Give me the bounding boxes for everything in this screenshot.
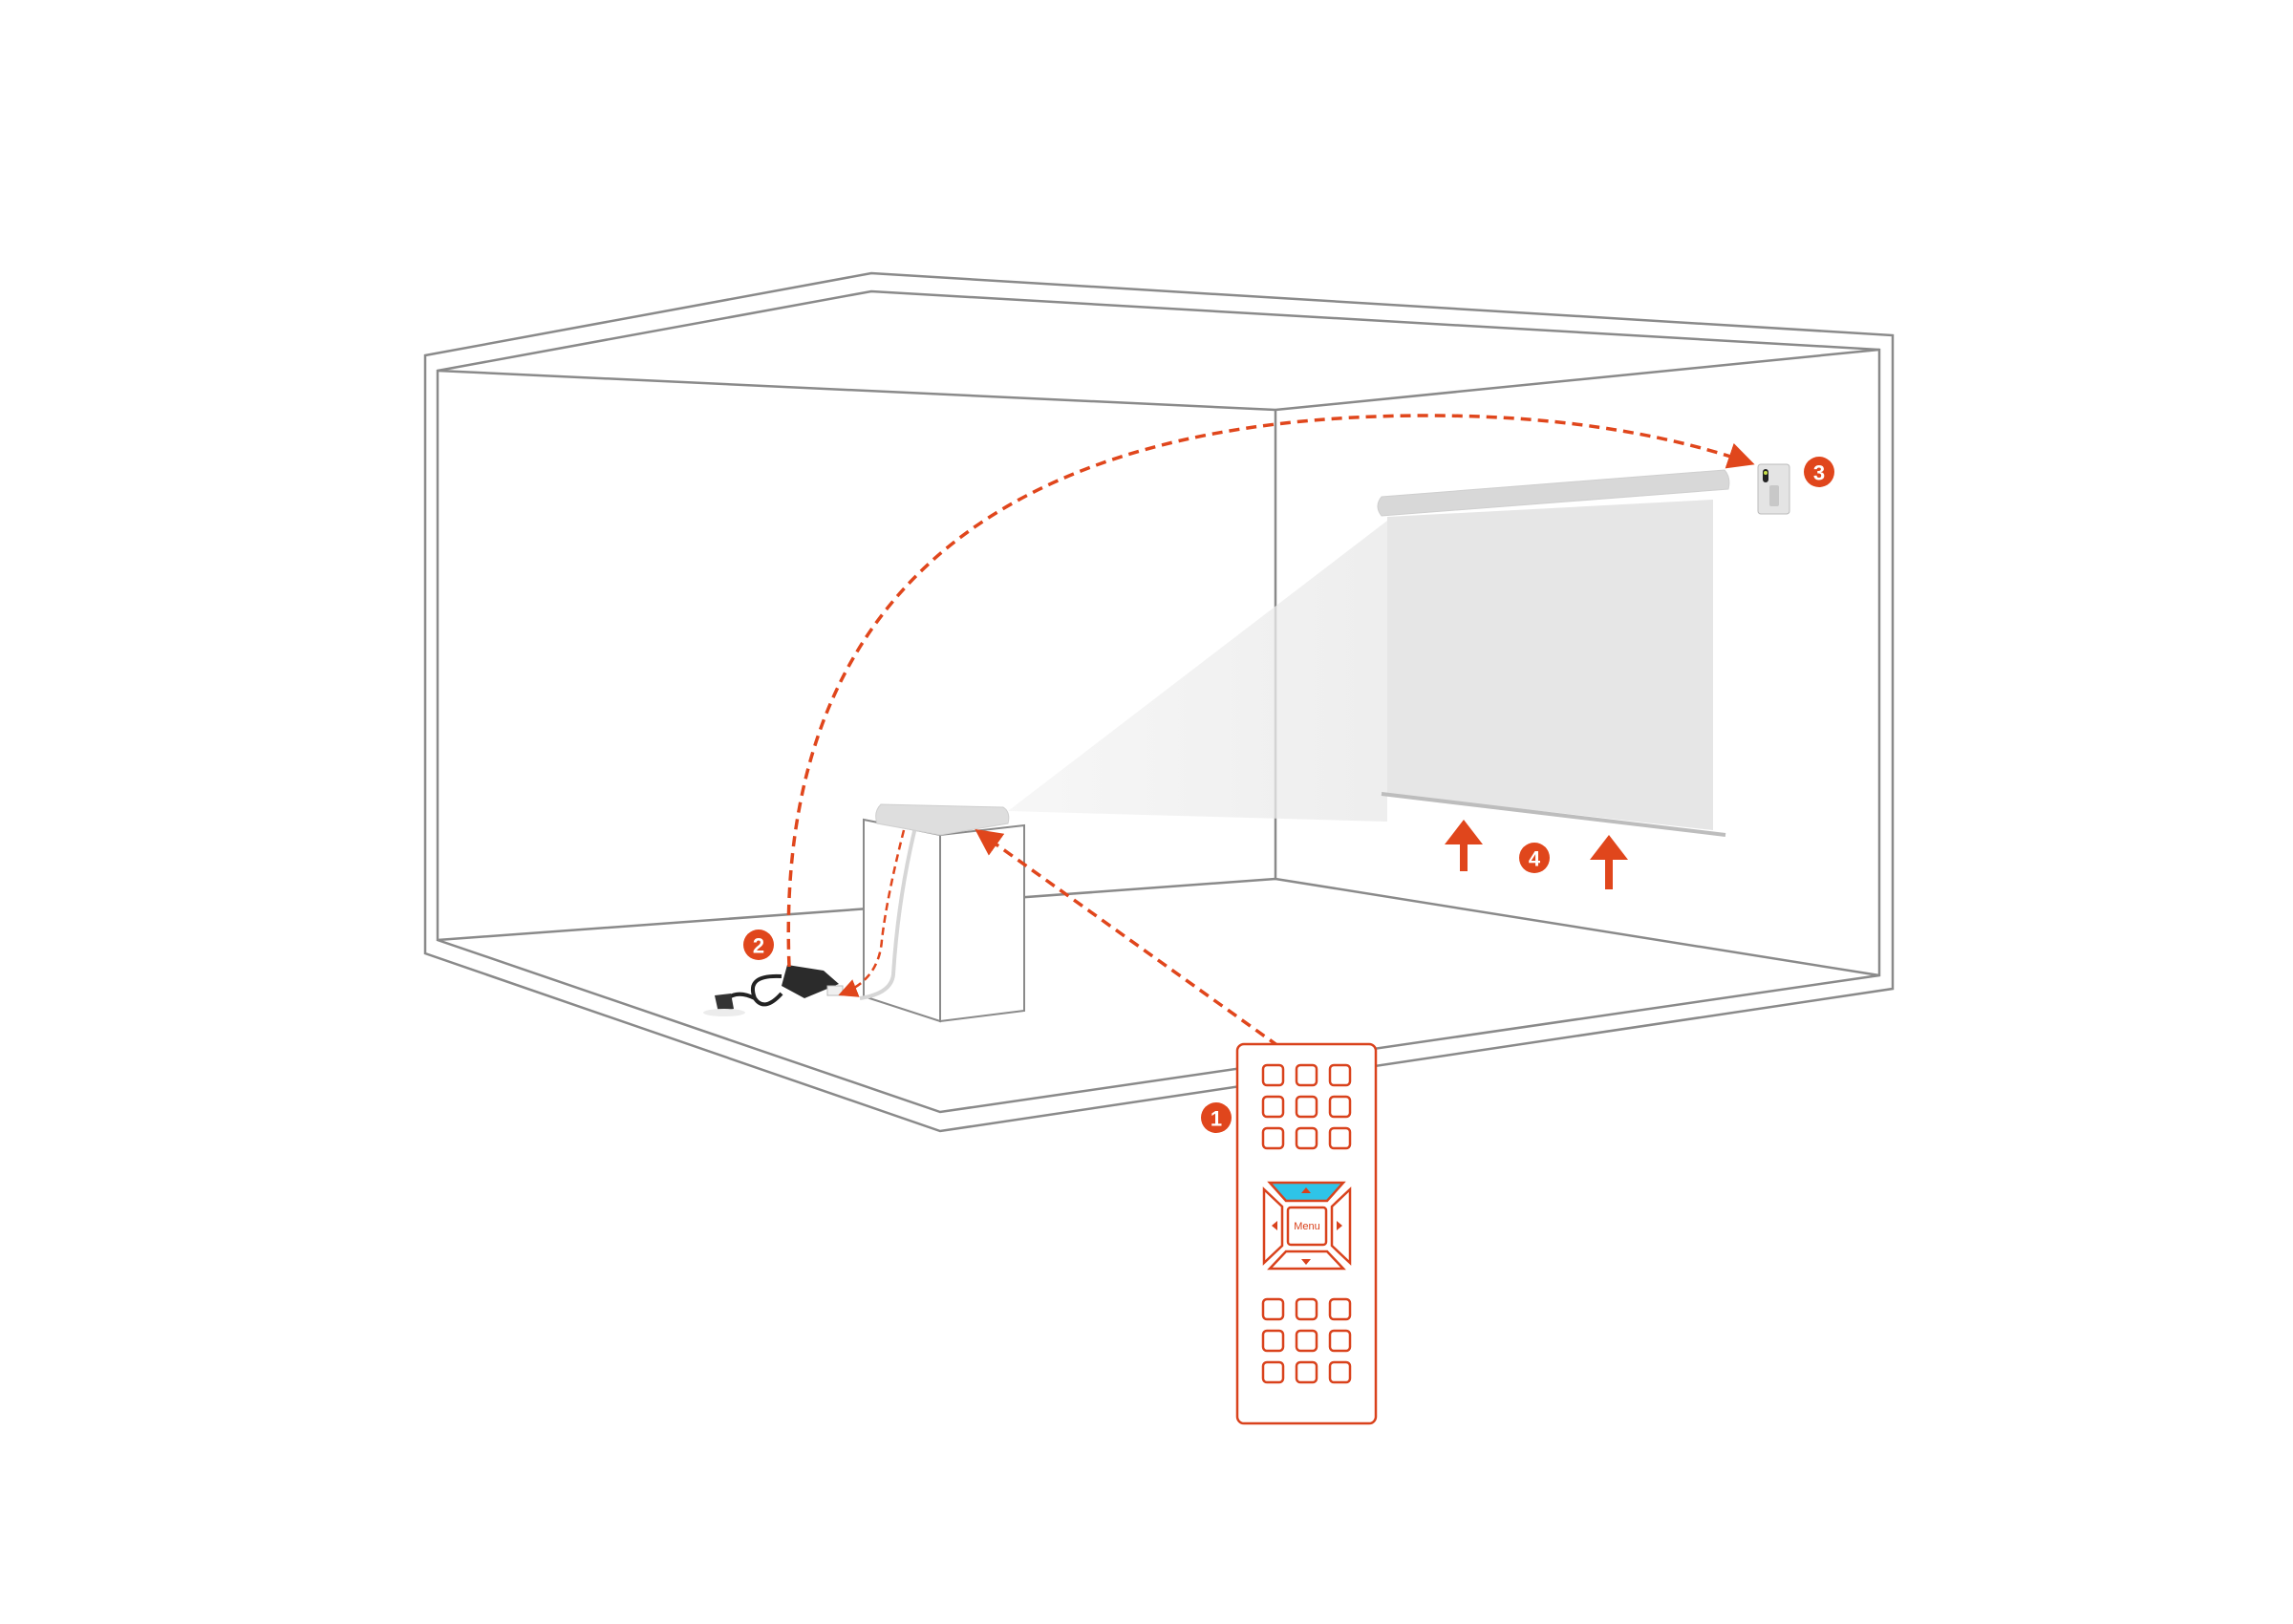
- arrow-up-icon: [1590, 835, 1628, 889]
- projection-beam: [1008, 521, 1387, 822]
- step-badge-2: 2: [743, 930, 774, 960]
- projection-screen: [1377, 469, 1730, 837]
- step-number: 1: [1211, 1107, 1222, 1131]
- screen-up-arrows: [1445, 820, 1628, 889]
- step-number: 2: [753, 934, 764, 958]
- remote-top-keypad: [1261, 1063, 1352, 1150]
- step-badge-1: 1: [1201, 1102, 1232, 1133]
- projector: [875, 803, 1010, 836]
- menu-label: Menu: [1294, 1221, 1320, 1232]
- power-adapter: [703, 965, 844, 1016]
- step-badge-3: 3: [1804, 457, 1834, 487]
- step-number: 4: [1529, 847, 1541, 871]
- step-number: 3: [1813, 461, 1825, 485]
- signal-path-adapter-to-receiver: [786, 414, 1755, 968]
- wall-receiver-device: [1757, 463, 1790, 515]
- signal-path-projector-to-adapter: [838, 829, 906, 997]
- arrow-up-icon: [1445, 820, 1483, 871]
- menu-button: [1286, 1206, 1328, 1247]
- room-outline: [423, 271, 1895, 1133]
- remote-bottom-keypad: [1261, 1297, 1352, 1384]
- signal-path-remote-to-projector: [975, 828, 1280, 1048]
- remote-dpad: Menu: [1262, 1181, 1352, 1271]
- remote-control: Menu: [1235, 1042, 1378, 1425]
- step-badge-4: 4: [1519, 843, 1550, 873]
